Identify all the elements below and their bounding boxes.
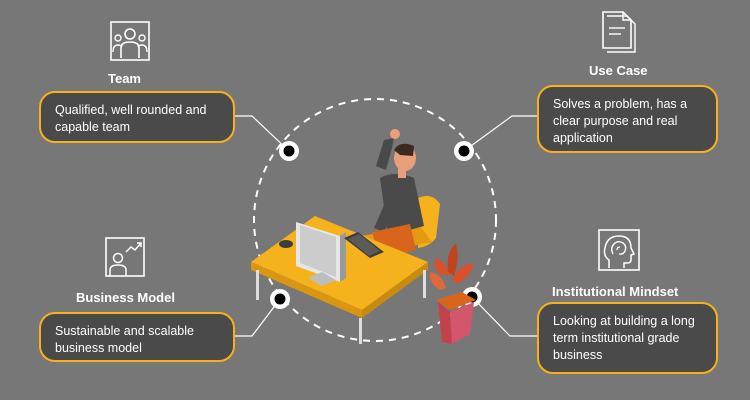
node-dot-business-model	[270, 289, 290, 309]
computer-monitor	[296, 222, 346, 286]
connector-institutional-mindset	[471, 296, 537, 337]
head-mind-icon	[598, 229, 640, 271]
node-description-box: Solves a problem, has a clear purpose an…	[537, 85, 718, 153]
team-icon	[110, 21, 150, 61]
node-description-box: Qualified, well rounded and capable team	[39, 91, 235, 143]
person-figure	[372, 129, 424, 280]
node-title: Institutional Mindset	[552, 284, 679, 299]
keyboard	[344, 232, 384, 258]
dashed-circle	[253, 98, 497, 342]
connector-team	[234, 115, 290, 152]
node-title: Business Model	[76, 290, 175, 305]
computer-mouse	[279, 240, 293, 248]
node-dot-use-case	[454, 141, 474, 161]
node-title: Use Case	[589, 63, 648, 78]
node-description-box: Sustainable and scalable business model	[39, 312, 235, 362]
document-icon	[602, 11, 636, 53]
connector-business-model	[234, 298, 281, 337]
node-description-box: Looking at building a long term institut…	[537, 302, 718, 374]
potted-plant	[429, 244, 476, 344]
node-title: Team	[108, 71, 141, 86]
connector-use-case	[463, 115, 537, 152]
node-dot-team	[279, 141, 299, 161]
business-model-icon	[105, 237, 145, 277]
